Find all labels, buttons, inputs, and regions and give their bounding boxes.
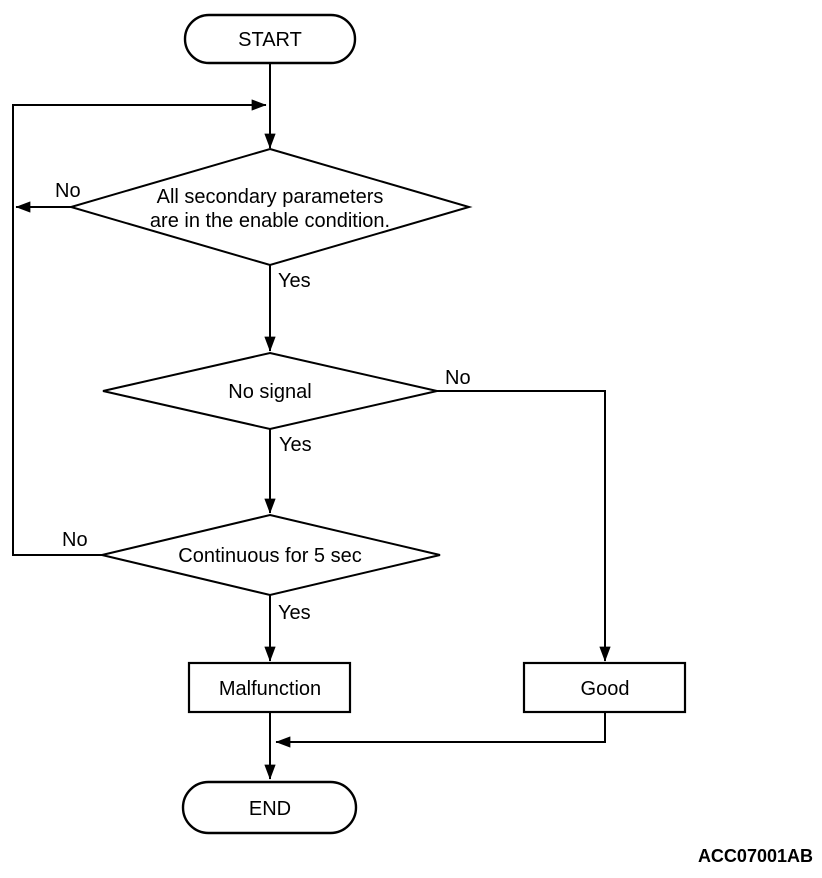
decision2-yes-label: Yes [279,434,312,456]
edge-good-merge [275,712,606,748]
good-label: Good [581,678,630,700]
start-label: START [238,29,302,51]
decision2-label: No signal [228,381,311,403]
decision1-no-label: No [55,180,81,202]
decision3-no-label: No [62,529,88,551]
decision3-label: Continuous for 5 sec [178,545,361,567]
decision1-label-line1: All secondary parameters [157,186,384,208]
decision3-diamond-shape [101,513,441,597]
decision1-yes-label: Yes [278,270,311,292]
flow-edge-labels: No Yes No Yes No Yes [55,180,471,624]
flow-nodes [67,13,687,835]
figure-code: ACC07001AB [698,846,813,866]
malfunction-process-shape [187,661,352,714]
decision3-yes-label: Yes [278,602,311,624]
flow-node-labels: START All secondary parameters are in th… [150,29,630,820]
start-terminator-shape [183,13,357,65]
decision2-diamond-shape [102,351,438,431]
decision2-no-label: No [445,367,471,389]
decision1-diamond-shape [67,147,473,267]
edge-loop-return [12,99,267,556]
end-terminator-shape [181,780,358,835]
edge-decision2-no [437,390,611,662]
malfunction-label: Malfunction [219,678,321,700]
end-label: END [249,798,291,820]
flow-edges [12,63,611,780]
decision1-label-line2: are in the enable condition. [150,210,390,232]
good-process-shape [522,661,687,714]
